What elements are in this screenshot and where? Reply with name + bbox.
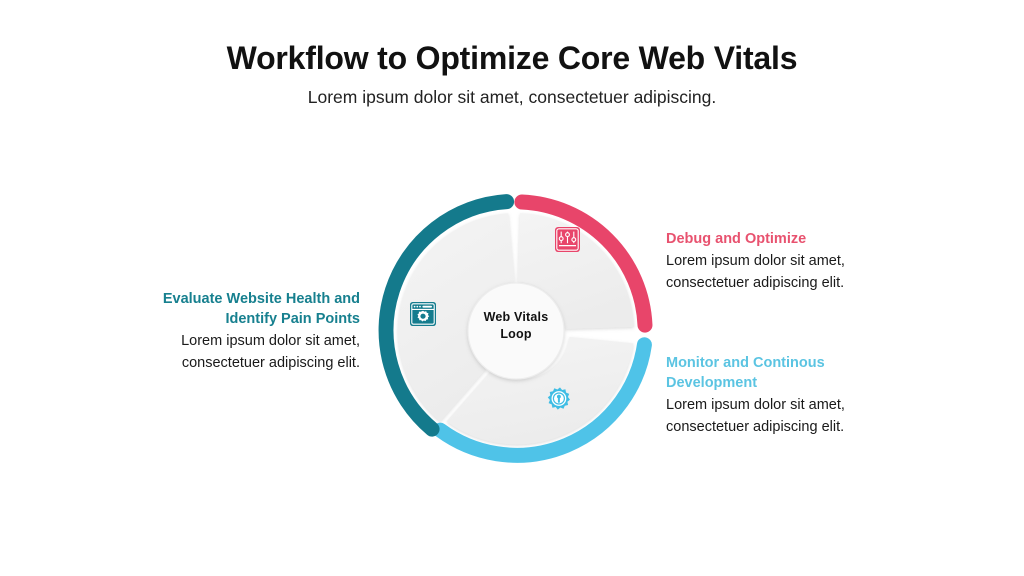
segment-evaluate[interactable] [378, 194, 515, 437]
callout-monitor-body-line1: Lorem ipsum dolor sit amet, [666, 397, 845, 413]
sliders-icon [555, 227, 580, 252]
hub-label-line1: Web Vitals [483, 310, 549, 324]
page-subtitle: Lorem ipsum dolor sit amet, consectetuer… [307, 87, 717, 107]
slide-header: Workflow to Optimize Core Web Vitals Lor… [0, 38, 1024, 110]
cycle-diagram [370, 185, 662, 477]
callout-monitor-body: Lorem ipsum dolor sit amet, consectetuer… [666, 394, 956, 438]
callout-monitor-body-line2: consectetuer adipiscing elit. [666, 419, 845, 435]
callout-evaluate-title: Evaluate Website Health and Identify Pai… [68, 289, 360, 329]
arc-monitor [432, 337, 652, 463]
browser-settings-icon [410, 302, 436, 326]
callout-monitor-title: Monitor and Continous Development [666, 353, 956, 393]
callout-evaluate-body-line1: Lorem ipsum dolor sit amet, [181, 333, 360, 349]
gear-wrench-icon [547, 387, 570, 410]
callout-debug-body-line1: Lorem ipsum dolor sit amet, [666, 253, 845, 269]
hub-circle-ring [467, 282, 565, 380]
cycle-diagram-svg [378, 194, 653, 463]
callout-debug-body: Lorem ipsum dolor sit amet, consectetuer… [666, 250, 956, 294]
arc-evaluate [378, 194, 515, 437]
callout-debug-title: Debug and Optimize [666, 231, 807, 247]
callout-evaluate-title-line2: Identify Pain Points [225, 311, 360, 327]
segment-debug[interactable] [514, 194, 653, 333]
callout-evaluate-website-health[interactable]: Evaluate Website Health and Identify Pai… [68, 289, 360, 374]
arc-debug [514, 194, 653, 333]
segment-monitor[interactable] [432, 336, 652, 463]
page-title: Workflow to Optimize Core Web Vitals [226, 40, 798, 76]
callout-monitor-and-continous-development[interactable]: Monitor and Continous Development Lorem … [666, 353, 956, 438]
callout-monitor-title-line1: Monitor and Continous [666, 355, 825, 371]
hub-label: Web Vitals Loop [470, 309, 562, 343]
callout-evaluate-body-line2: consectetuer adipiscing elit. [181, 355, 360, 371]
callout-monitor-title-line2: Development [666, 375, 758, 391]
callout-debug-and-optimize[interactable]: Debug and Optimize Lorem ipsum dolor sit… [666, 229, 956, 294]
callout-evaluate-title-line1: Evaluate Website Health and [162, 291, 360, 307]
hub-label-line2: Loop [500, 327, 532, 341]
callout-evaluate-body: Lorem ipsum dolor sit amet, consectetuer… [68, 330, 360, 374]
callout-debug-body-line2: consectetuer adipiscing elit. [666, 275, 845, 291]
hub-circle [468, 283, 564, 379]
